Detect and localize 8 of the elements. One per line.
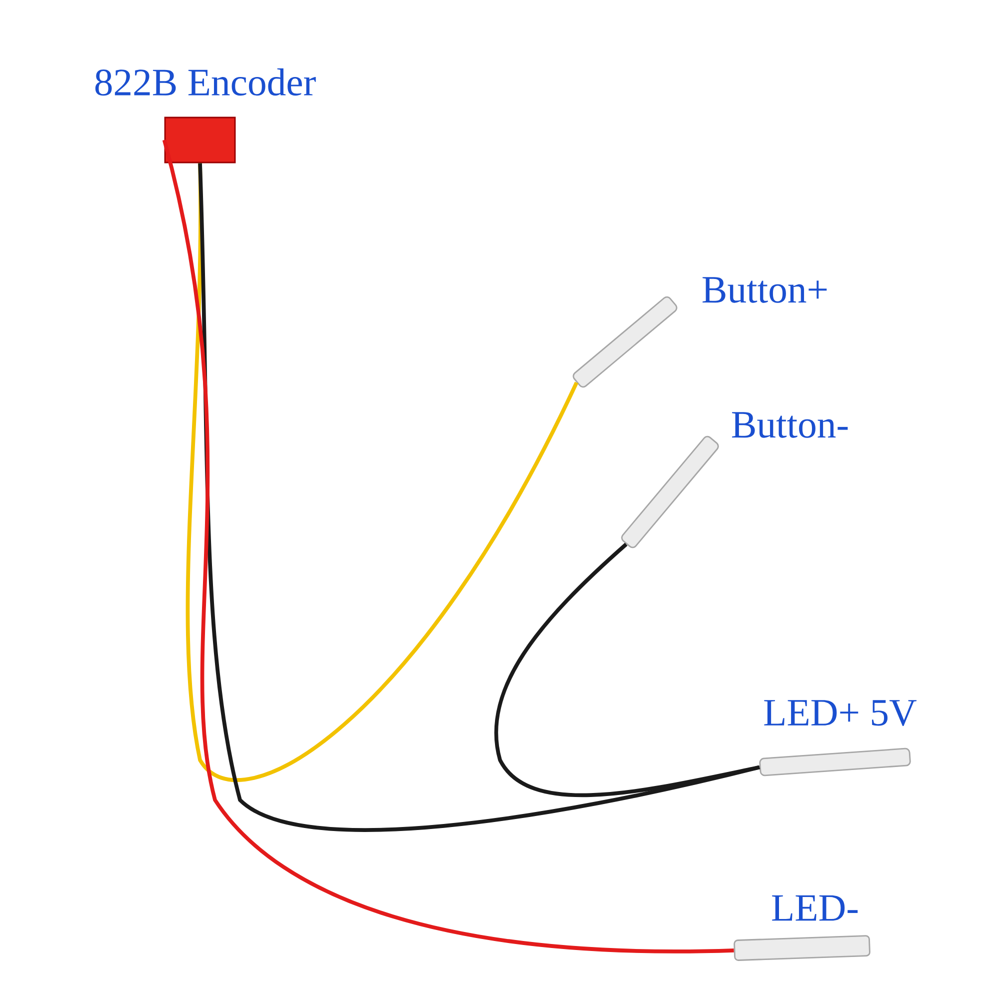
terminal-label: Button+ [702,277,827,303]
terminal-label: LED+ 5V [764,700,916,726]
terminal-label: LED- [772,895,858,921]
terminal-label: Button- [732,412,848,438]
wire [162,140,734,954]
wire [494,542,760,798]
terminal-label: 822B Encoder [95,68,316,96]
wire [198,163,760,832]
